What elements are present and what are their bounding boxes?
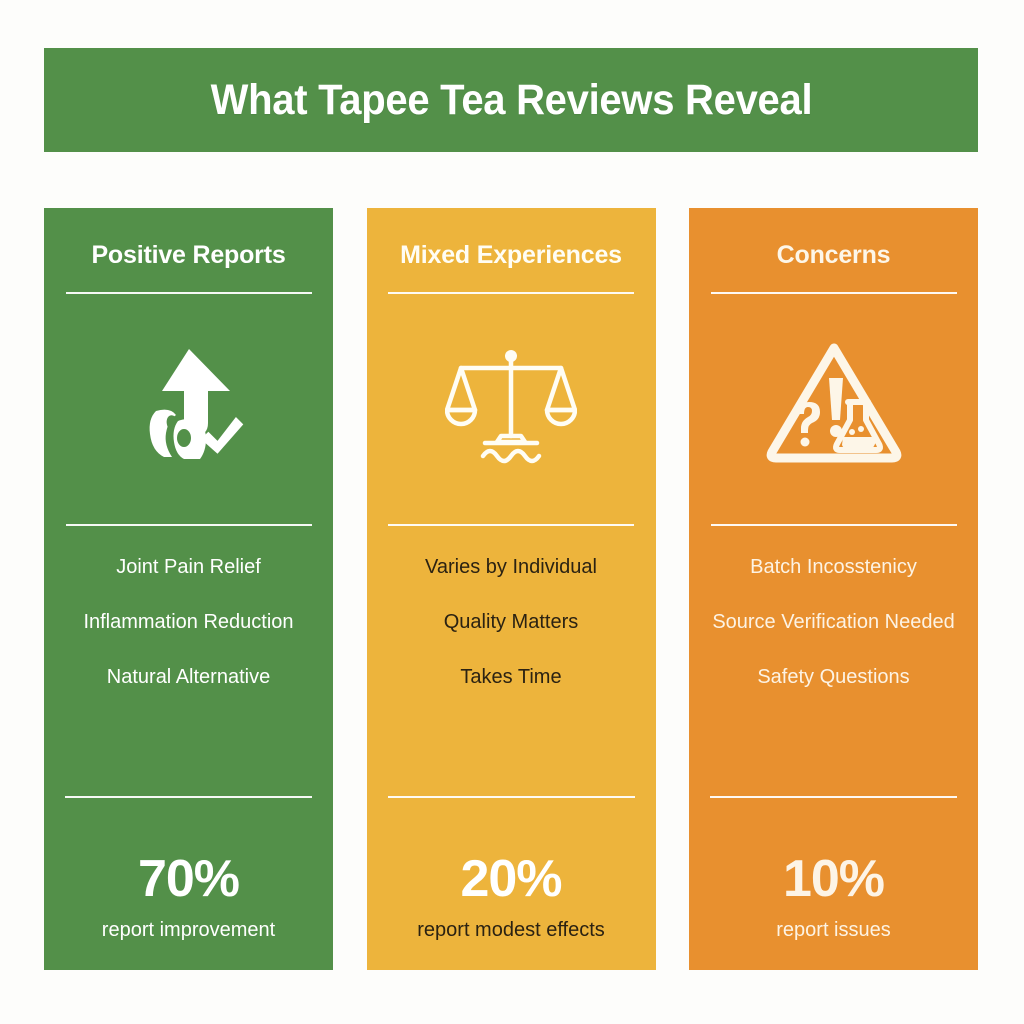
column-heading-mixed-experiences: Mixed Experiences <box>400 241 622 269</box>
page-title: What Tapee Tea Reviews Reveal <box>210 75 812 124</box>
stat-label: report issues <box>776 919 891 941</box>
stat-label: report improvement <box>101 919 276 941</box>
column-positive-reports[interactable]: Positive Reports Joint Pain Relief Infla… <box>44 208 333 970</box>
stat-block-mixed-experiences: 20% report modest effects <box>379 853 644 942</box>
warning-triangle-flask-icon <box>766 302 902 502</box>
feature-list-mixed-experiences: Varies by Individual Quality Matters Tak… <box>379 556 644 689</box>
list-item: Varies by Individual <box>425 555 597 578</box>
review-summary-columns: Positive Reports Joint Pain Relief Infla… <box>44 208 978 970</box>
stat-label: report modest effects <box>417 919 605 941</box>
column-concerns[interactable]: Concerns Batch Incosstenic <box>689 208 978 970</box>
joint-improvement-check-icon <box>126 302 252 502</box>
stat-value: 70% <box>137 850 240 908</box>
balance-scale-icon <box>445 302 577 502</box>
icon-divider <box>65 523 312 526</box>
stat-value: 10% <box>782 850 885 908</box>
list-item: Safety Questions <box>757 665 910 688</box>
stat-divider <box>710 796 957 798</box>
column-mixed-experiences[interactable]: Mixed Experiences <box>366 208 656 970</box>
feature-list-positive-reports: Joint Pain Relief Inflammation Reduction… <box>56 556 321 689</box>
stat-value: 20% <box>460 850 562 908</box>
list-item: Joint Pain Relief <box>116 555 261 578</box>
stat-divider <box>65 796 312 798</box>
list-item: Source Verification Needed <box>712 610 955 633</box>
icon-divider <box>388 523 634 526</box>
icon-divider <box>710 523 957 526</box>
stat-block-concerns: 10% report issues <box>701 853 966 942</box>
list-item: Takes Time <box>460 665 562 688</box>
heading-divider <box>710 291 957 294</box>
column-heading-positive-reports: Positive Reports <box>91 241 286 269</box>
heading-divider <box>65 291 312 294</box>
column-heading-concerns: Concerns <box>776 241 891 269</box>
page-title-banner: What Tapee Tea Reviews Reveal <box>44 48 978 152</box>
list-item: Inflammation Reduction <box>83 610 294 633</box>
list-item: Batch Incosstenicy <box>750 555 917 578</box>
stat-divider <box>387 796 635 798</box>
list-item: Natural Alternative <box>106 665 271 688</box>
stat-block-positive-reports: 70% report improvement <box>56 853 321 942</box>
feature-list-concerns: Batch Incosstenicy Source Verification N… <box>701 556 966 689</box>
list-item: Quality Matters <box>443 610 579 633</box>
heading-divider <box>388 291 634 294</box>
